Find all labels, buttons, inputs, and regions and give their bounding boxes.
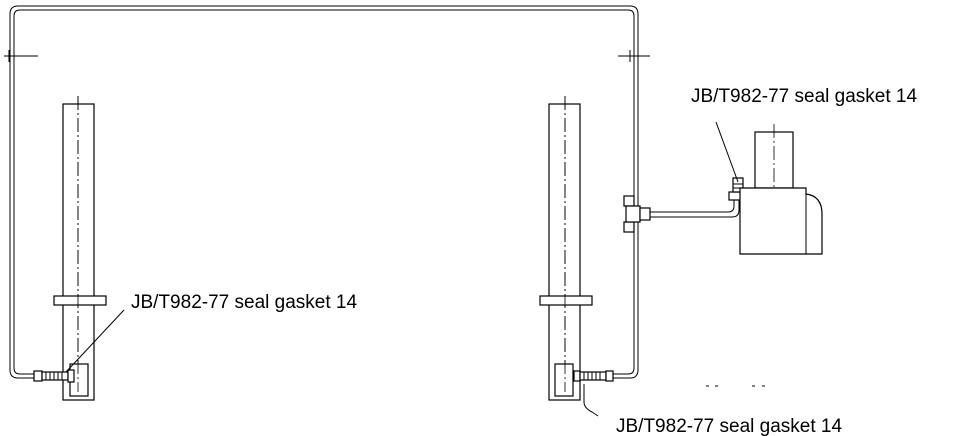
right-seal-gasket — [573, 370, 614, 382]
leader-lines — [65, 121, 739, 417]
equipment-unit — [739, 124, 823, 255]
break-mark-left — [4, 50, 38, 62]
right-column — [539, 96, 593, 401]
callout-right-bottom: JB/T982-77 seal gasket 14 — [616, 416, 842, 436]
left-column — [53, 96, 107, 401]
left-seal-gasket — [33, 369, 75, 383]
branch-pipe — [650, 177, 744, 218]
main-pipe-loop — [9, 5, 639, 379]
tee-fitting — [623, 195, 651, 233]
break-mark-right — [618, 50, 650, 62]
callout-right-top: JB/T982-77 seal gasket 14 — [691, 86, 917, 107]
callout-left-bottom: JB/T982-77 seal gasket 14 — [131, 292, 357, 313]
